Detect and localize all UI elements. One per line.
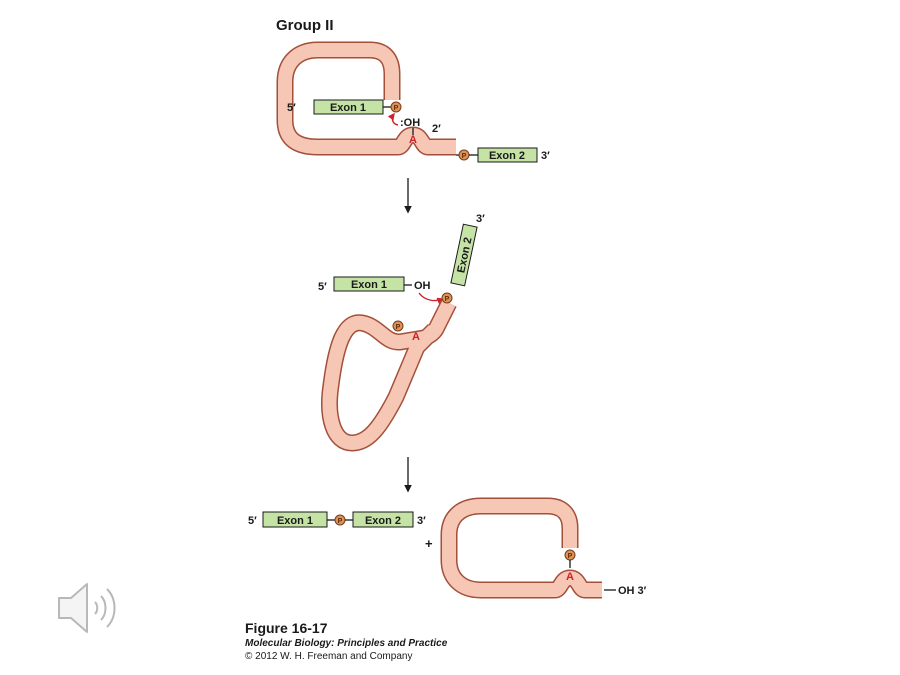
caption-title: Figure 16-17 <box>245 620 328 636</box>
intron-lariat-precursor <box>276 41 456 156</box>
exon1-label-2: Exon 1 <box>351 279 387 291</box>
exon2-label-2: Exon 2 <box>455 236 474 274</box>
oh-label: OH <box>414 280 431 292</box>
figure-caption: Figure 16-17 Molecular Biology: Principl… <box>245 620 447 663</box>
five-prime-label-3: 5′ <box>248 515 257 527</box>
exon2-box-3: Exon 2 <box>352 511 414 528</box>
group-title: Group II <box>276 17 334 34</box>
phosphate-icon: P <box>334 514 346 526</box>
phosphate-label: P <box>568 553 573 560</box>
oh-2prime-label: :OH <box>400 117 420 129</box>
five-prime-label-2: 5′ <box>318 281 327 293</box>
phosphate-label: P <box>394 105 399 112</box>
excised-intron-lariat <box>440 497 602 599</box>
branch-adenosine-1: A <box>409 134 417 146</box>
oh-3prime-label: OH 3′ <box>618 585 647 597</box>
exon1-label-1: Exon 1 <box>330 102 366 114</box>
caption-copyright: © 2012 W. H. Freeman and Company <box>245 651 413 662</box>
exon2-label-3: Exon 2 <box>365 515 401 527</box>
phosphate-label: P <box>462 153 467 160</box>
exon2-box-1: Exon 2 <box>477 147 538 163</box>
caption-subtitle: Molecular Biology: Principles and Practi… <box>245 638 448 649</box>
five-prime-label-1: 5′ <box>287 102 296 114</box>
exon2-label-1: Exon 2 <box>489 150 525 162</box>
intron-lariat-intermediate <box>321 299 457 452</box>
phosphate-icon: P <box>390 101 402 113</box>
two-prime-label: 2′ <box>432 123 441 135</box>
phosphate-label: P <box>338 518 343 525</box>
phosphate-label: P <box>445 296 450 303</box>
three-prime-label-2: 3′ <box>476 213 485 225</box>
speaker-icon[interactable] <box>55 578 125 638</box>
phosphate-icon: P <box>564 549 576 561</box>
exon1-box-2: Exon 1 <box>333 276 405 292</box>
phosphate-icon: P <box>458 149 470 161</box>
exon1-box-1: Exon 1 <box>313 99 384 115</box>
phosphate-icon: P <box>392 320 404 332</box>
exon1-box-3: Exon 1 <box>262 511 328 528</box>
plus-sign: + <box>425 536 433 551</box>
three-prime-label-3: 3′ <box>417 515 426 527</box>
three-prime-label-1: 3′ <box>541 150 550 162</box>
nucleophilic-attack-arrow-2 <box>418 292 445 305</box>
phosphate-label: P <box>396 324 401 331</box>
exon2-box-2: Exon 2 <box>450 223 478 287</box>
branch-adenosine-2: A <box>412 331 420 343</box>
phosphate-icon: P <box>441 292 453 304</box>
nucleophilic-attack-arrow-1 <box>387 112 399 126</box>
exon1-label-3: Exon 1 <box>277 515 313 527</box>
branch-adenosine-3: A <box>566 571 574 583</box>
